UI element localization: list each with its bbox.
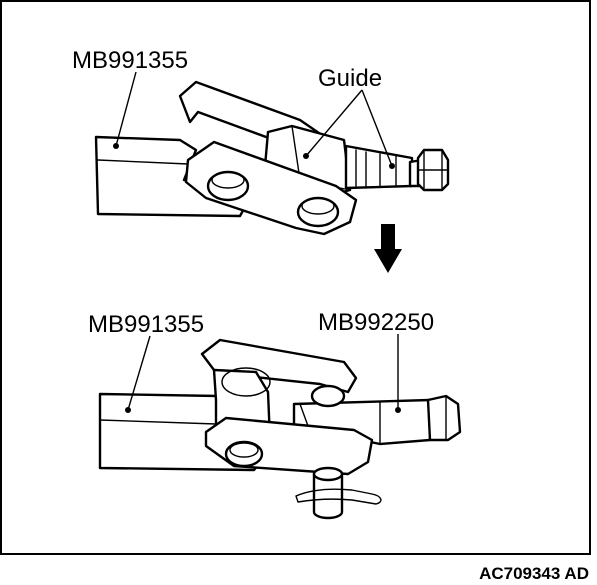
- bottom-adapter-cap: [426, 394, 462, 442]
- figure-code: AC709343 AD: [479, 564, 589, 583]
- bottom-pin-left: [224, 440, 264, 468]
- top-tool-label: MB991355: [72, 47, 188, 74]
- bottom-adapter-label: MB992250: [318, 309, 434, 336]
- bottom-tool-label: MB991355: [88, 311, 204, 338]
- split-pin: [295, 488, 382, 505]
- guide-label: Guide: [318, 65, 382, 92]
- bottom-assembly: [98, 338, 462, 520]
- top-assembly: [94, 80, 450, 236]
- bottom-pin-right: [310, 384, 346, 408]
- down-arrow-icon: [374, 224, 402, 273]
- top-leaders: [113, 71, 395, 169]
- frame-border: [0, 0, 591, 555]
- bottom-leaders: [125, 334, 401, 413]
- bottom-clevis-pin: [312, 472, 344, 520]
